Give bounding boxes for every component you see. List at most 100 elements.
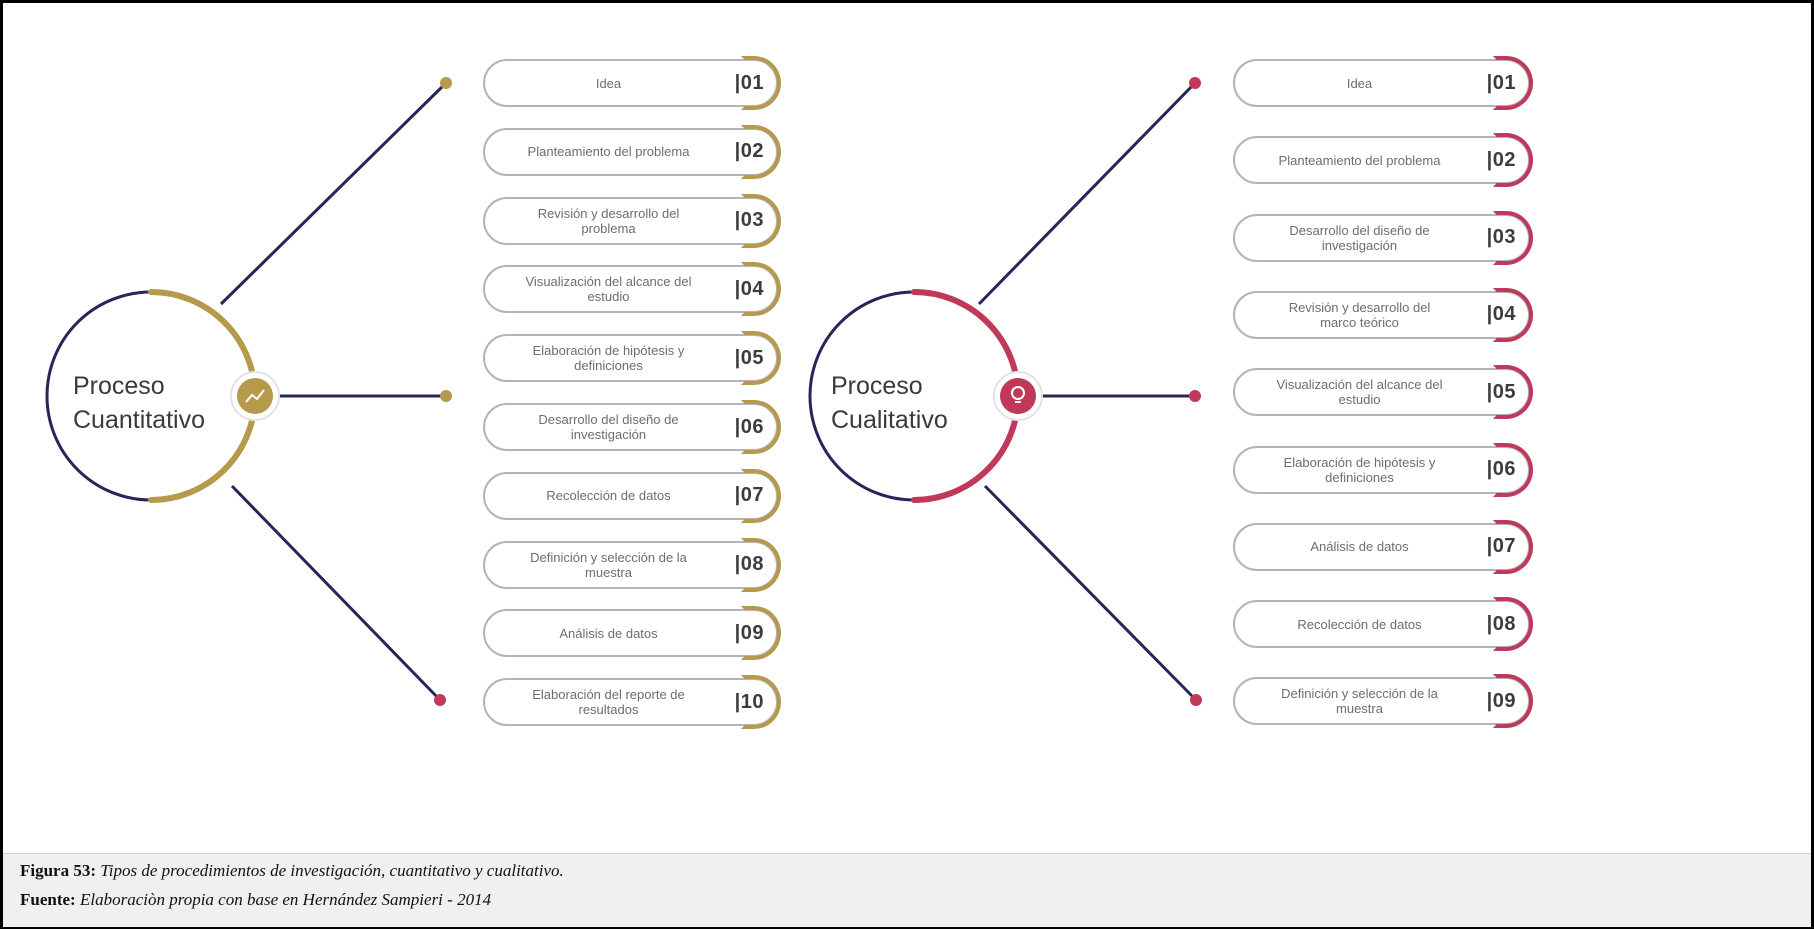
quant-step-number: |03	[734, 209, 764, 232]
qual-title-line1: Proceso	[831, 372, 923, 400]
quant-title: Proceso Cuantitativo	[73, 369, 205, 437]
quant-step-6: Desarrollo del diseño de investigación |0…	[483, 400, 781, 454]
qual-step-accent-arc	[1493, 442, 1533, 497]
quant-step-accent-arc	[741, 675, 781, 730]
qual-step-3: Desarrollo del diseño de investigación |0…	[1233, 210, 1533, 265]
quant-step-9: Análisis de datos|09	[483, 606, 781, 661]
qual-title-line2: Cualitativo	[831, 406, 948, 434]
quant-step-accent-arc	[741, 331, 781, 386]
quant-step-number: |06	[734, 415, 764, 438]
quant-connector-2	[230, 484, 442, 702]
qual-dot-bottom	[1190, 694, 1202, 706]
qual-step-accent-arc	[1493, 287, 1533, 342]
quant-step-number: |09	[734, 621, 764, 644]
quant-title-line2: Cuantitativo	[73, 406, 206, 434]
qual-step-label: Definición y selección de la muestra	[1281, 686, 1438, 717]
quant-step-accent-arc	[741, 262, 781, 317]
qual-step-number: |07	[1486, 535, 1516, 558]
qual-step-8: Recolección de datos |08	[1233, 597, 1533, 652]
qual-step-accent-arc	[1493, 597, 1533, 652]
qual-step-label: Análisis de datos	[1310, 539, 1409, 555]
quant-step-8: Definición y selección de la muestra |08	[483, 537, 781, 592]
quant-step-5: Elaboración de hipótesis y definiciones|…	[483, 331, 781, 386]
qual-step-number: |05	[1486, 380, 1516, 403]
qual-step-6: Elaboración de hipótesis y definiciones |…	[1233, 442, 1533, 497]
qual-dot-top	[1189, 77, 1201, 89]
quant-step-number: |10	[734, 690, 764, 713]
quant-step-accent-arc	[741, 606, 781, 661]
quant-step-accent-arc	[741, 56, 781, 110]
process-diagram: Proceso Cuantitativo Proceso Cualitativo…	[3, 3, 1811, 853]
qual-step-accent-arc	[1493, 674, 1533, 729]
quant-step-number: |01	[734, 71, 764, 94]
qual-step-number: |01	[1486, 71, 1516, 94]
quant-step-2: Planteamiento del problema |02	[483, 124, 781, 179]
quant-dot-middle	[440, 390, 452, 402]
quant-step-label: Idea	[595, 75, 622, 91]
quant-step-number: |02	[734, 140, 764, 163]
qual-step-number: |06	[1486, 458, 1516, 480]
figure-caption: Figura 53: Tipos de procedimientos de in…	[3, 853, 1811, 927]
qual-step-label: Elaboración de hipótesis y definiciones	[1283, 454, 1436, 485]
qual-step-accent-arc	[1493, 56, 1533, 110]
qual-step-number: |09	[1486, 689, 1516, 712]
quant-step-accent-arc	[741, 468, 781, 523]
source-label: Fuente:	[20, 890, 76, 909]
source-text: Elaboraciòn propia con base en Hernández…	[79, 890, 492, 909]
quant-step-label: Definición y selección de la muestra	[530, 549, 687, 580]
qual-dot-middle	[1189, 390, 1201, 402]
qual-connector-0	[977, 81, 1197, 306]
quant-step-4: Visualización del alcance del estudio|04	[483, 262, 781, 317]
source-line: Fuente: Elaboraciòn propia con base en H…	[20, 890, 491, 910]
qual-step-accent-arc	[1493, 519, 1533, 574]
quant-step-label: Elaboración del reporte de resultados	[532, 687, 685, 718]
qual-step-label: Visualización del alcance del estudio	[1276, 377, 1443, 408]
quant-title-line1: Proceso	[73, 372, 165, 400]
qual-step-7: Análisis de datos |07	[1233, 519, 1533, 574]
qual-step-number: |04	[1486, 303, 1516, 326]
quant-step-accent-arc	[741, 193, 781, 248]
chart-icon	[245, 389, 265, 403]
quant-step-label: Planteamiento del problema	[527, 144, 690, 160]
quant-step-number: |05	[734, 346, 764, 369]
quant-step-label: Recolección de datos	[546, 488, 671, 504]
qual-step-label: Idea	[1346, 75, 1373, 91]
quant-step-number: |07	[734, 484, 764, 507]
quant-step-label: Revisión y desarrollo del problema	[537, 205, 680, 236]
qual-step-9: Definición y selección de la muestra |09	[1233, 674, 1533, 729]
qual-step-number: |03	[1486, 226, 1516, 249]
qual-step-accent-arc	[1493, 210, 1533, 265]
quant-connector-0	[219, 81, 448, 306]
figure-text: Tipos de procedimientos de investigación…	[100, 861, 564, 880]
quant-step-1: Idea |01	[483, 56, 781, 110]
quant-circle-navy	[45, 290, 153, 502]
figure-label: Figura 53:	[20, 861, 97, 880]
qual-title: Proceso Cualitativo	[831, 369, 948, 437]
figure-caption-line: Figura 53: Tipos de procedimientos de in…	[20, 861, 564, 881]
qual-step-accent-arc	[1493, 365, 1533, 420]
quant-step-number: |08	[734, 553, 764, 576]
quant-step-accent-arc	[741, 400, 781, 454]
quant-step-3: Revisión y desarrollo del problema |03	[483, 193, 781, 248]
qual-step-number: |08	[1486, 612, 1516, 635]
qual-step-label: Revisión y desarrollo del marco teórico	[1288, 299, 1431, 330]
qual-step-label: Recolección de datos	[1297, 616, 1422, 632]
quant-step-accent-arc	[741, 537, 781, 592]
qual-step-label: Desarrollo del diseño de investigación	[1289, 222, 1430, 253]
qual-connector-2	[983, 484, 1198, 702]
connector-lines	[45, 77, 1202, 706]
qual-step-number: |02	[1486, 148, 1516, 171]
quant-step-7: Recolección de datos |07	[483, 468, 781, 523]
quant-step-number: |04	[734, 277, 764, 300]
qual-step-2: Planteamiento del problema|02	[1233, 133, 1533, 188]
qual-step-accent-arc	[1493, 133, 1533, 188]
quant-step-label: Desarrollo del diseño de investigación	[538, 412, 679, 442]
qual-step-1: Idea |01	[1233, 56, 1533, 110]
quant-step-accent-arc	[741, 124, 781, 179]
qual-circle-navy	[808, 290, 916, 502]
quant-step-10: Elaboración del reporte de resultados |10	[483, 675, 781, 730]
lightbulb-icon	[1011, 386, 1025, 400]
qual-step-4: Revisión y desarrollo del marco teórico |…	[1233, 287, 1533, 342]
qual-icon-disc	[1000, 378, 1036, 414]
